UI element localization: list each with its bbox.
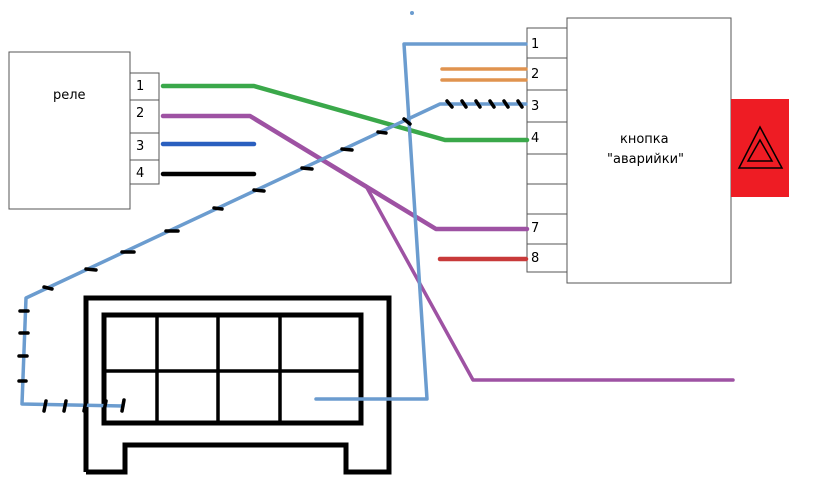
relay-label: реле xyxy=(53,88,86,103)
wire-blue-stray-dot xyxy=(410,11,414,15)
relay-pin-4-cell xyxy=(129,159,160,185)
hazard-button-block: кнопка "аварийки" 1 2 3 4 7 8 xyxy=(526,17,789,284)
wire-purple-branch xyxy=(364,184,735,382)
button-pin-8-label: 8 xyxy=(531,251,539,266)
hazard-key xyxy=(731,99,789,197)
button-pin-3-label: 3 xyxy=(531,99,539,114)
relay-body xyxy=(8,51,131,210)
relay-pin-1-cell xyxy=(129,72,160,101)
button-pin-5-cell xyxy=(526,153,568,185)
relay-pin-2-cell xyxy=(129,99,160,134)
connector-socket-grid xyxy=(101,312,364,426)
wire-purple-relay2-to-button7 xyxy=(160,113,530,232)
button-pin-1-label: 1 xyxy=(531,37,539,52)
button-pin-2-label: 2 xyxy=(531,67,539,82)
connector-housing xyxy=(83,295,392,475)
relay-pin-4-label: 4 xyxy=(136,166,144,181)
button-pin-4-label: 4 xyxy=(531,131,539,146)
relay-pin-2-label: 2 xyxy=(136,106,144,121)
relay-block: реле 1 2 3 4 xyxy=(8,51,160,210)
hazard-button-label-line1: кнопка xyxy=(620,132,669,147)
connector-block xyxy=(83,295,392,475)
button-pin-2-cell xyxy=(526,57,568,91)
hazard-triangle-icon xyxy=(737,125,784,169)
relay-pin-1-label: 1 xyxy=(136,79,144,94)
button-pin-4-cell xyxy=(526,121,568,155)
wire-blue-button1-to-connector xyxy=(314,42,528,401)
hazard-button-label-line2: "аварийки" xyxy=(607,152,684,167)
relay-pin-3-cell xyxy=(129,132,160,161)
wire-green-relay1-to-button4 xyxy=(160,83,530,143)
button-pin-6-cell xyxy=(526,183,568,215)
wire-blue-black-button3-to-connector xyxy=(20,102,528,408)
button-pin-7-label: 7 xyxy=(531,221,539,236)
wire-stripe-marks xyxy=(17,99,524,413)
relay-pin-3-label: 3 xyxy=(136,139,144,154)
hazard-button-body xyxy=(566,17,732,284)
